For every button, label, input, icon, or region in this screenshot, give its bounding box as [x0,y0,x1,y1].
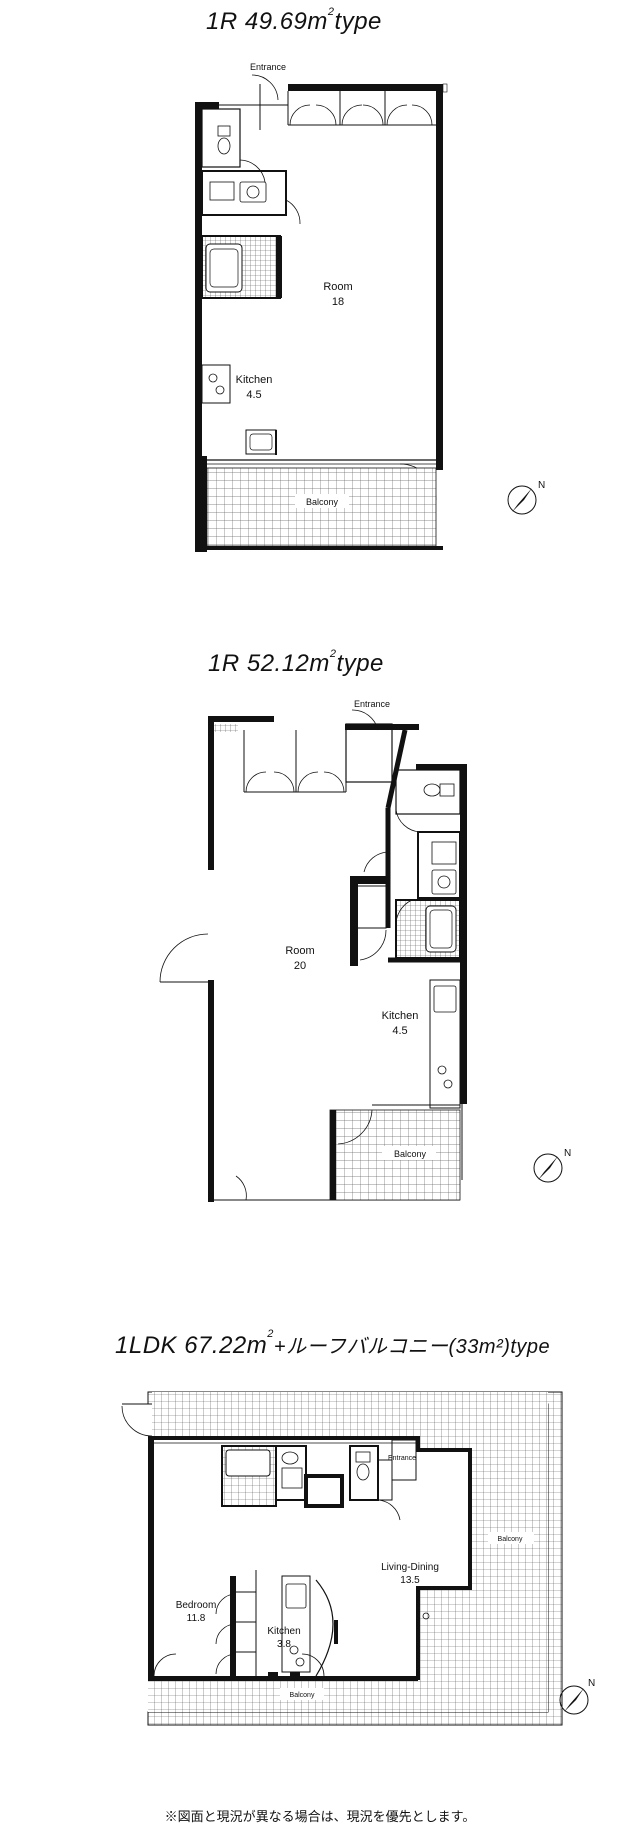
floor-plan-3: Entrance Bedroom 11.8 Kitchen 3.8 Living… [121,1391,595,1726]
plan3-balcony-bottom-label: Balcony [290,1692,315,1699]
plan1-title-main: 1R 49.69m [206,8,328,35]
plan2-entrance-label: Entrance [354,699,390,709]
plan2-title-suffix: type [336,650,384,677]
compass-north-label: N [538,480,545,491]
plan3-living-label: Living-Dining [381,1562,439,1573]
plan1-kitchen-size: 4.5 [246,389,261,401]
floor-plan-1: Entrance Room 18 Kitchen 4.5 Balcony N [195,62,545,552]
compass-icon-2: N [533,1148,571,1183]
plan1-title-suffix: type [334,8,382,35]
floor-plan-2: Entrance Room 20 Kitchen 4.5 Balcony N [159,699,571,1202]
plan1-entrance-label: Entrance [250,62,286,72]
plan3-living-size: 13.5 [400,1575,420,1586]
plan3-kitchen-label: Kitchen [267,1626,300,1637]
plan1-room-size: 18 [332,296,344,308]
plan1-title: 1R 49.69m2type [206,6,382,36]
plan3-entrance-label: Entrance [388,1455,416,1462]
plan3-balcony-right-label: Balcony [498,1536,523,1543]
plan1-balcony-label: Balcony [306,497,339,507]
plan3-title-main: 1LDK 67.22m [115,1332,268,1359]
compass-icon: N [507,480,545,515]
plan3-bedroom-size: 11.8 [187,1613,206,1624]
plan3-title-sup: 2 [267,1328,274,1340]
plan2-kitchen-size: 4.5 [392,1025,407,1037]
plan2-title: 1R 52.12m2type [208,648,384,678]
footnote: ※図面と現況が異なる場合は、現況を優先とします。 [164,1809,476,1824]
plan1-title-sup: 2 [327,6,335,18]
plan1-room-label: Room [323,281,352,293]
plan2-title-main: 1R 52.12m [208,650,330,677]
plan2-balcony-label: Balcony [394,1149,427,1159]
compass-icon-3: N [559,1678,595,1715]
plan2-room-label: Room [285,945,314,957]
plan2-kitchen-label: Kitchen [382,1010,419,1022]
plan3-bedroom-label: Bedroom [176,1600,217,1611]
compass-north-label-2: N [564,1148,571,1159]
plan3-title-suffix: +ルーフバルコニー(33m²)type [273,1336,551,1358]
plan2-title-sup: 2 [329,648,337,660]
compass-north-label-3: N [588,1678,595,1689]
plan1-kitchen-label: Kitchen [236,374,273,386]
plan3-title: 1LDK 67.22m2+ルーフバルコニー(33m²)type [115,1328,551,1360]
plan3-kitchen-size: 3.8 [277,1639,291,1650]
plan2-room-size: 20 [294,960,306,972]
